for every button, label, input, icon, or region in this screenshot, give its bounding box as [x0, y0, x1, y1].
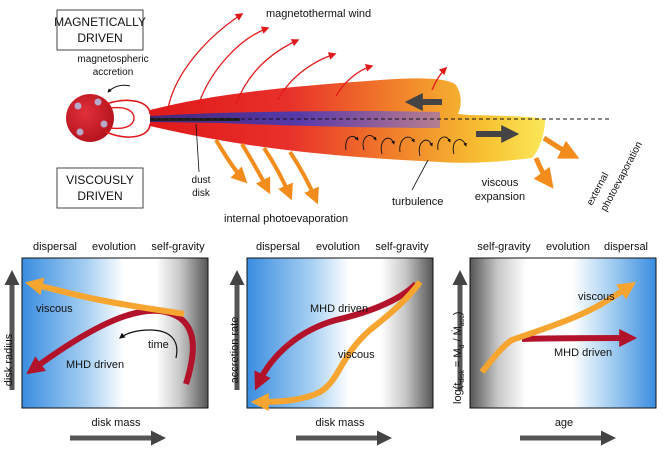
dust-disk-line1: dust: [192, 175, 211, 186]
panel2-ylabel: accretion rate: [229, 317, 241, 384]
panel3-plot-area: [469, 257, 657, 409]
panel1-top-label-2: evolution: [92, 241, 136, 253]
star: [66, 94, 114, 142]
magnetospheric-line1: magnetospheric: [77, 54, 148, 65]
wind-label: magnetothermal wind: [266, 8, 371, 20]
panel2-xlabel: disk mass: [316, 417, 365, 429]
viscously-driven-line1: VISCOUSLY: [66, 173, 134, 187]
panel3-curve-label-mhd: MHD driven: [554, 347, 612, 359]
magnetospheric-line2: accretion: [93, 67, 134, 78]
viscously-driven-box: [56, 167, 144, 209]
panel2-viscous-curve: [250, 280, 423, 411]
panel1-curve-label-mhd: MHD driven: [66, 359, 124, 371]
dust-disk-line2: disk: [192, 188, 211, 199]
viscous-expansion-line2: expansion: [475, 191, 525, 203]
starspot: [76, 128, 84, 136]
starspot: [74, 102, 82, 110]
panel-3: self-gravity evolution dispersal log(tdi…: [451, 241, 657, 446]
panel1-plot-area: [21, 257, 209, 409]
eddy: [345, 136, 359, 151]
photoevap-arrow: [542, 135, 580, 159]
wind-arrow: [235, 39, 300, 105]
external-photoevaporation-arrows: [533, 135, 580, 189]
photoevap-arrow: [533, 157, 554, 189]
wind-arrow: [197, 26, 270, 107]
wind-arrows: [167, 13, 448, 109]
eddy: [452, 139, 467, 155]
eddy: [399, 136, 415, 153]
panel2-curve-label-mhd: MHD driven: [310, 303, 368, 315]
magnetic-loop: [109, 106, 135, 130]
panel1-time-label: time: [148, 339, 169, 351]
magnetically-driven-line2: DRIVEN: [77, 31, 122, 45]
viscously-driven-line2: DRIVEN: [77, 189, 122, 203]
panel1-curve-label-viscous: viscous: [36, 303, 73, 315]
panel2-top-label-3: self-gravity: [375, 241, 429, 253]
dust-disk-pointer: [195, 123, 200, 173]
panel3-top-label-3: dispersal: [604, 241, 648, 253]
photoevap-arrow: [262, 146, 293, 201]
panel3-ylabel: log(tdisk = Md / Ṁacc): [451, 312, 466, 404]
magnetically-driven-box: [56, 9, 144, 51]
magnetically-driven-line1: MAGNETICALLY: [54, 15, 146, 29]
panel2-plot-area: [246, 257, 434, 409]
panel1-time-arrow: [119, 329, 178, 359]
starspot: [100, 120, 108, 128]
wind-arrow: [335, 63, 374, 97]
panel1-top-label-3: self-gravity: [151, 241, 205, 253]
starspot: [94, 98, 102, 106]
eddy: [437, 136, 451, 151]
wind-arrow: [277, 52, 337, 101]
magnetic-loop: [105, 99, 151, 115]
panel2-top-label-1: dispersal: [256, 241, 300, 253]
accretion-arrow: [107, 84, 131, 93]
panel3-viscous-curve: [479, 282, 636, 374]
panel3-xlabel: age: [555, 417, 573, 429]
panel3-mhd-curve: [521, 329, 638, 348]
panel2-top-label-2: evolution: [316, 241, 360, 253]
panel1-viscous-curve: [24, 277, 185, 317]
internal-photoevaporation-arrows: [214, 138, 319, 205]
panel-2: dispersal evolution self-gravity accreti…: [229, 241, 434, 446]
top-illustration: MAGNETICALLY DRIVEN VISCOUSLY DRIVEN mag…: [54, 8, 645, 225]
turbulence-pointer: [411, 159, 429, 191]
panel3-top-label-1: self-gravity: [477, 241, 531, 253]
panel2-mhd-curve: [254, 281, 419, 391]
panel3-ylabel-main: log(t: [452, 383, 464, 404]
turbulence-eddies: [345, 135, 467, 157]
photoevap-arrow: [214, 138, 248, 184]
panel-1: dispersal evolution self-gravity disk ra…: [3, 241, 209, 446]
viscous-expansion-line1: viscous: [482, 177, 519, 189]
panel2-curve-label-viscous: viscous: [338, 349, 375, 361]
photoevap-arrow: [288, 150, 319, 205]
panel1-ylabel: disk radius: [3, 333, 15, 386]
magnetic-loop: [105, 123, 151, 138]
panel3-curve-label-viscous: viscous: [578, 291, 615, 303]
disk-midplane: [150, 111, 440, 128]
wind-arrow: [167, 13, 244, 109]
eddy: [418, 139, 433, 157]
panel1-top-label-1: dispersal: [33, 241, 77, 253]
eddy: [362, 135, 377, 151]
turbulence-label: turbulence: [392, 196, 443, 208]
panel1-xlabel: disk mass: [92, 417, 141, 429]
wind-arrow: [431, 66, 448, 91]
photoevap-arrow: [240, 142, 271, 195]
internal-photoevaporation-label: internal photoevaporation: [224, 213, 348, 225]
panel3-top-label-2: evolution: [546, 241, 590, 253]
eddy: [380, 137, 395, 155]
